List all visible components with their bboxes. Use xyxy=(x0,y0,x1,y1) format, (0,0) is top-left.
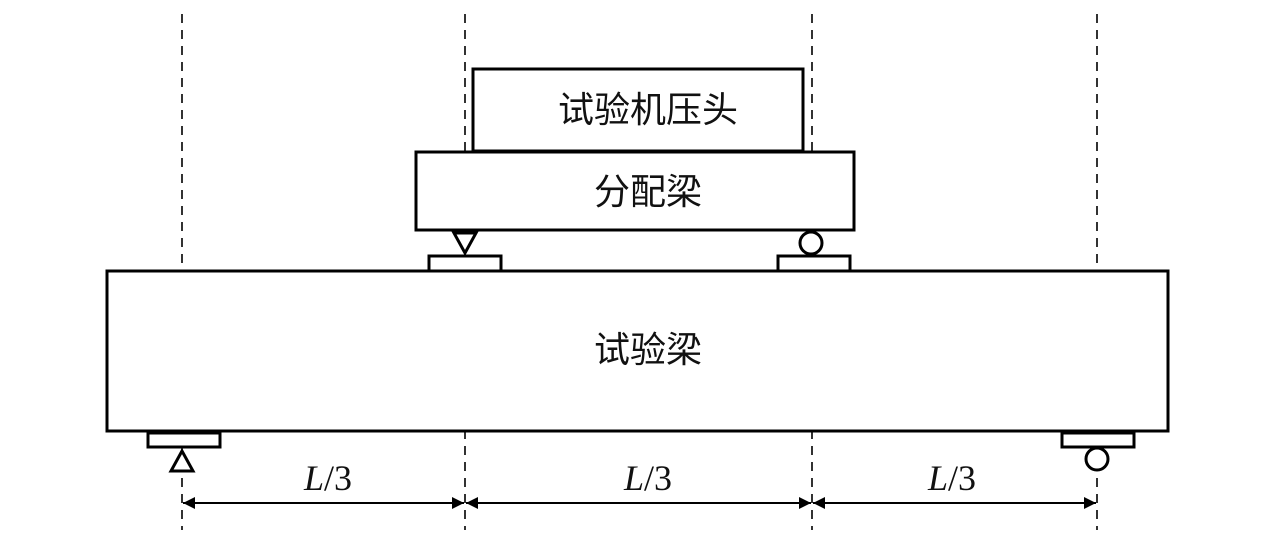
dimension-divisor: /3 xyxy=(324,458,352,498)
press-head-label: 试验机压头 xyxy=(558,90,738,131)
load-points xyxy=(427,230,852,273)
beam-supports xyxy=(146,431,1136,473)
test-beam: 试验梁 xyxy=(105,269,1170,433)
pin-support-icon xyxy=(168,447,196,473)
distribution-beam-label: 分配梁 xyxy=(594,172,702,213)
dimension-variable: L xyxy=(927,458,948,498)
bearing-plate-right-support xyxy=(1060,431,1136,449)
bearing-plate-left-support xyxy=(146,431,222,449)
bearing-plate-right-load xyxy=(776,254,852,273)
dimension-label-1: L/3 xyxy=(303,458,352,498)
bearing-plate-left-load xyxy=(427,254,503,273)
pin-support-icon xyxy=(451,231,479,257)
roller-support-icon xyxy=(1084,446,1110,472)
distribution-beam: 分配梁 xyxy=(414,150,856,232)
dimension-label-3: L/3 xyxy=(927,458,976,498)
test-beam-label: 试验梁 xyxy=(594,330,702,371)
test-beam-box xyxy=(105,269,1170,433)
dimension-variable: L xyxy=(623,458,644,498)
dimension-variable: L xyxy=(303,458,324,498)
roller-support-icon xyxy=(798,230,824,256)
dimension-label-2: L/3 xyxy=(623,458,672,498)
press-head: 试验机压头 xyxy=(471,67,805,153)
dimension-labels: L/3 L/3 L/3 xyxy=(303,458,976,498)
dimension-divisor: /3 xyxy=(948,458,976,498)
press-head-box xyxy=(471,67,805,153)
dimension-divisor: /3 xyxy=(644,458,672,498)
distribution-beam-box xyxy=(414,150,856,232)
